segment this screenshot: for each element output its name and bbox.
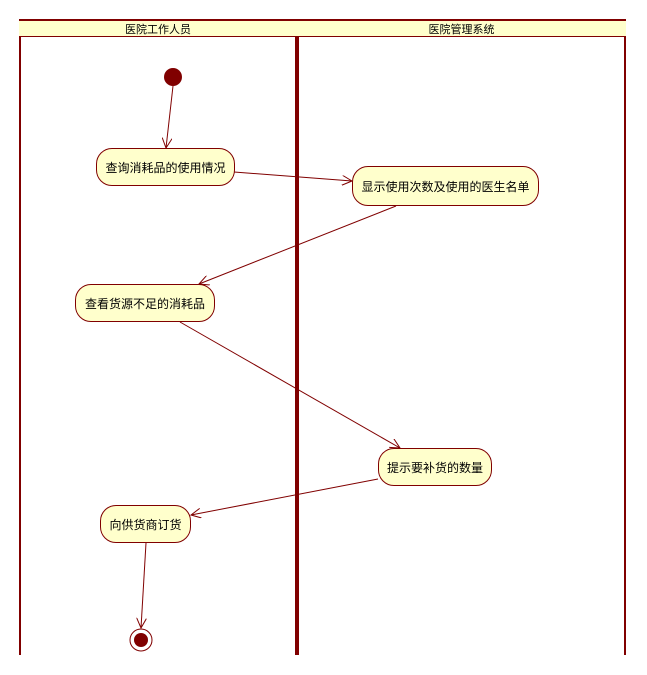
end-node-core: [134, 633, 148, 647]
lane-header-staff: 医院工作人员: [19, 19, 297, 37]
flow-start-to-query: [166, 85, 174, 148]
activity-query-consumables: 查询消耗品的使用情况: [96, 148, 235, 186]
lane-divider: [295, 19, 299, 655]
lane-border-right: [624, 19, 626, 655]
lane-header-system: 医院管理系统: [297, 19, 626, 37]
lane-border-left: [19, 19, 21, 655]
flow-query-to-display: [233, 171, 352, 181]
flow-prompt-to-order: [191, 478, 379, 515]
flow-display-to-check: [199, 205, 397, 284]
activity-display-usage: 显示使用次数及使用的医生名单: [352, 166, 539, 206]
flow-check-to-prompt: [179, 321, 400, 448]
activity-check-low-stock: 查看货源不足的消耗品: [75, 284, 215, 322]
start-node: [164, 68, 182, 86]
activity-prompt-restock: 提示要补货的数量: [378, 448, 492, 486]
activity-order-supplier: 向供货商订货: [100, 505, 191, 543]
flow-order-to-end: [141, 542, 146, 628]
